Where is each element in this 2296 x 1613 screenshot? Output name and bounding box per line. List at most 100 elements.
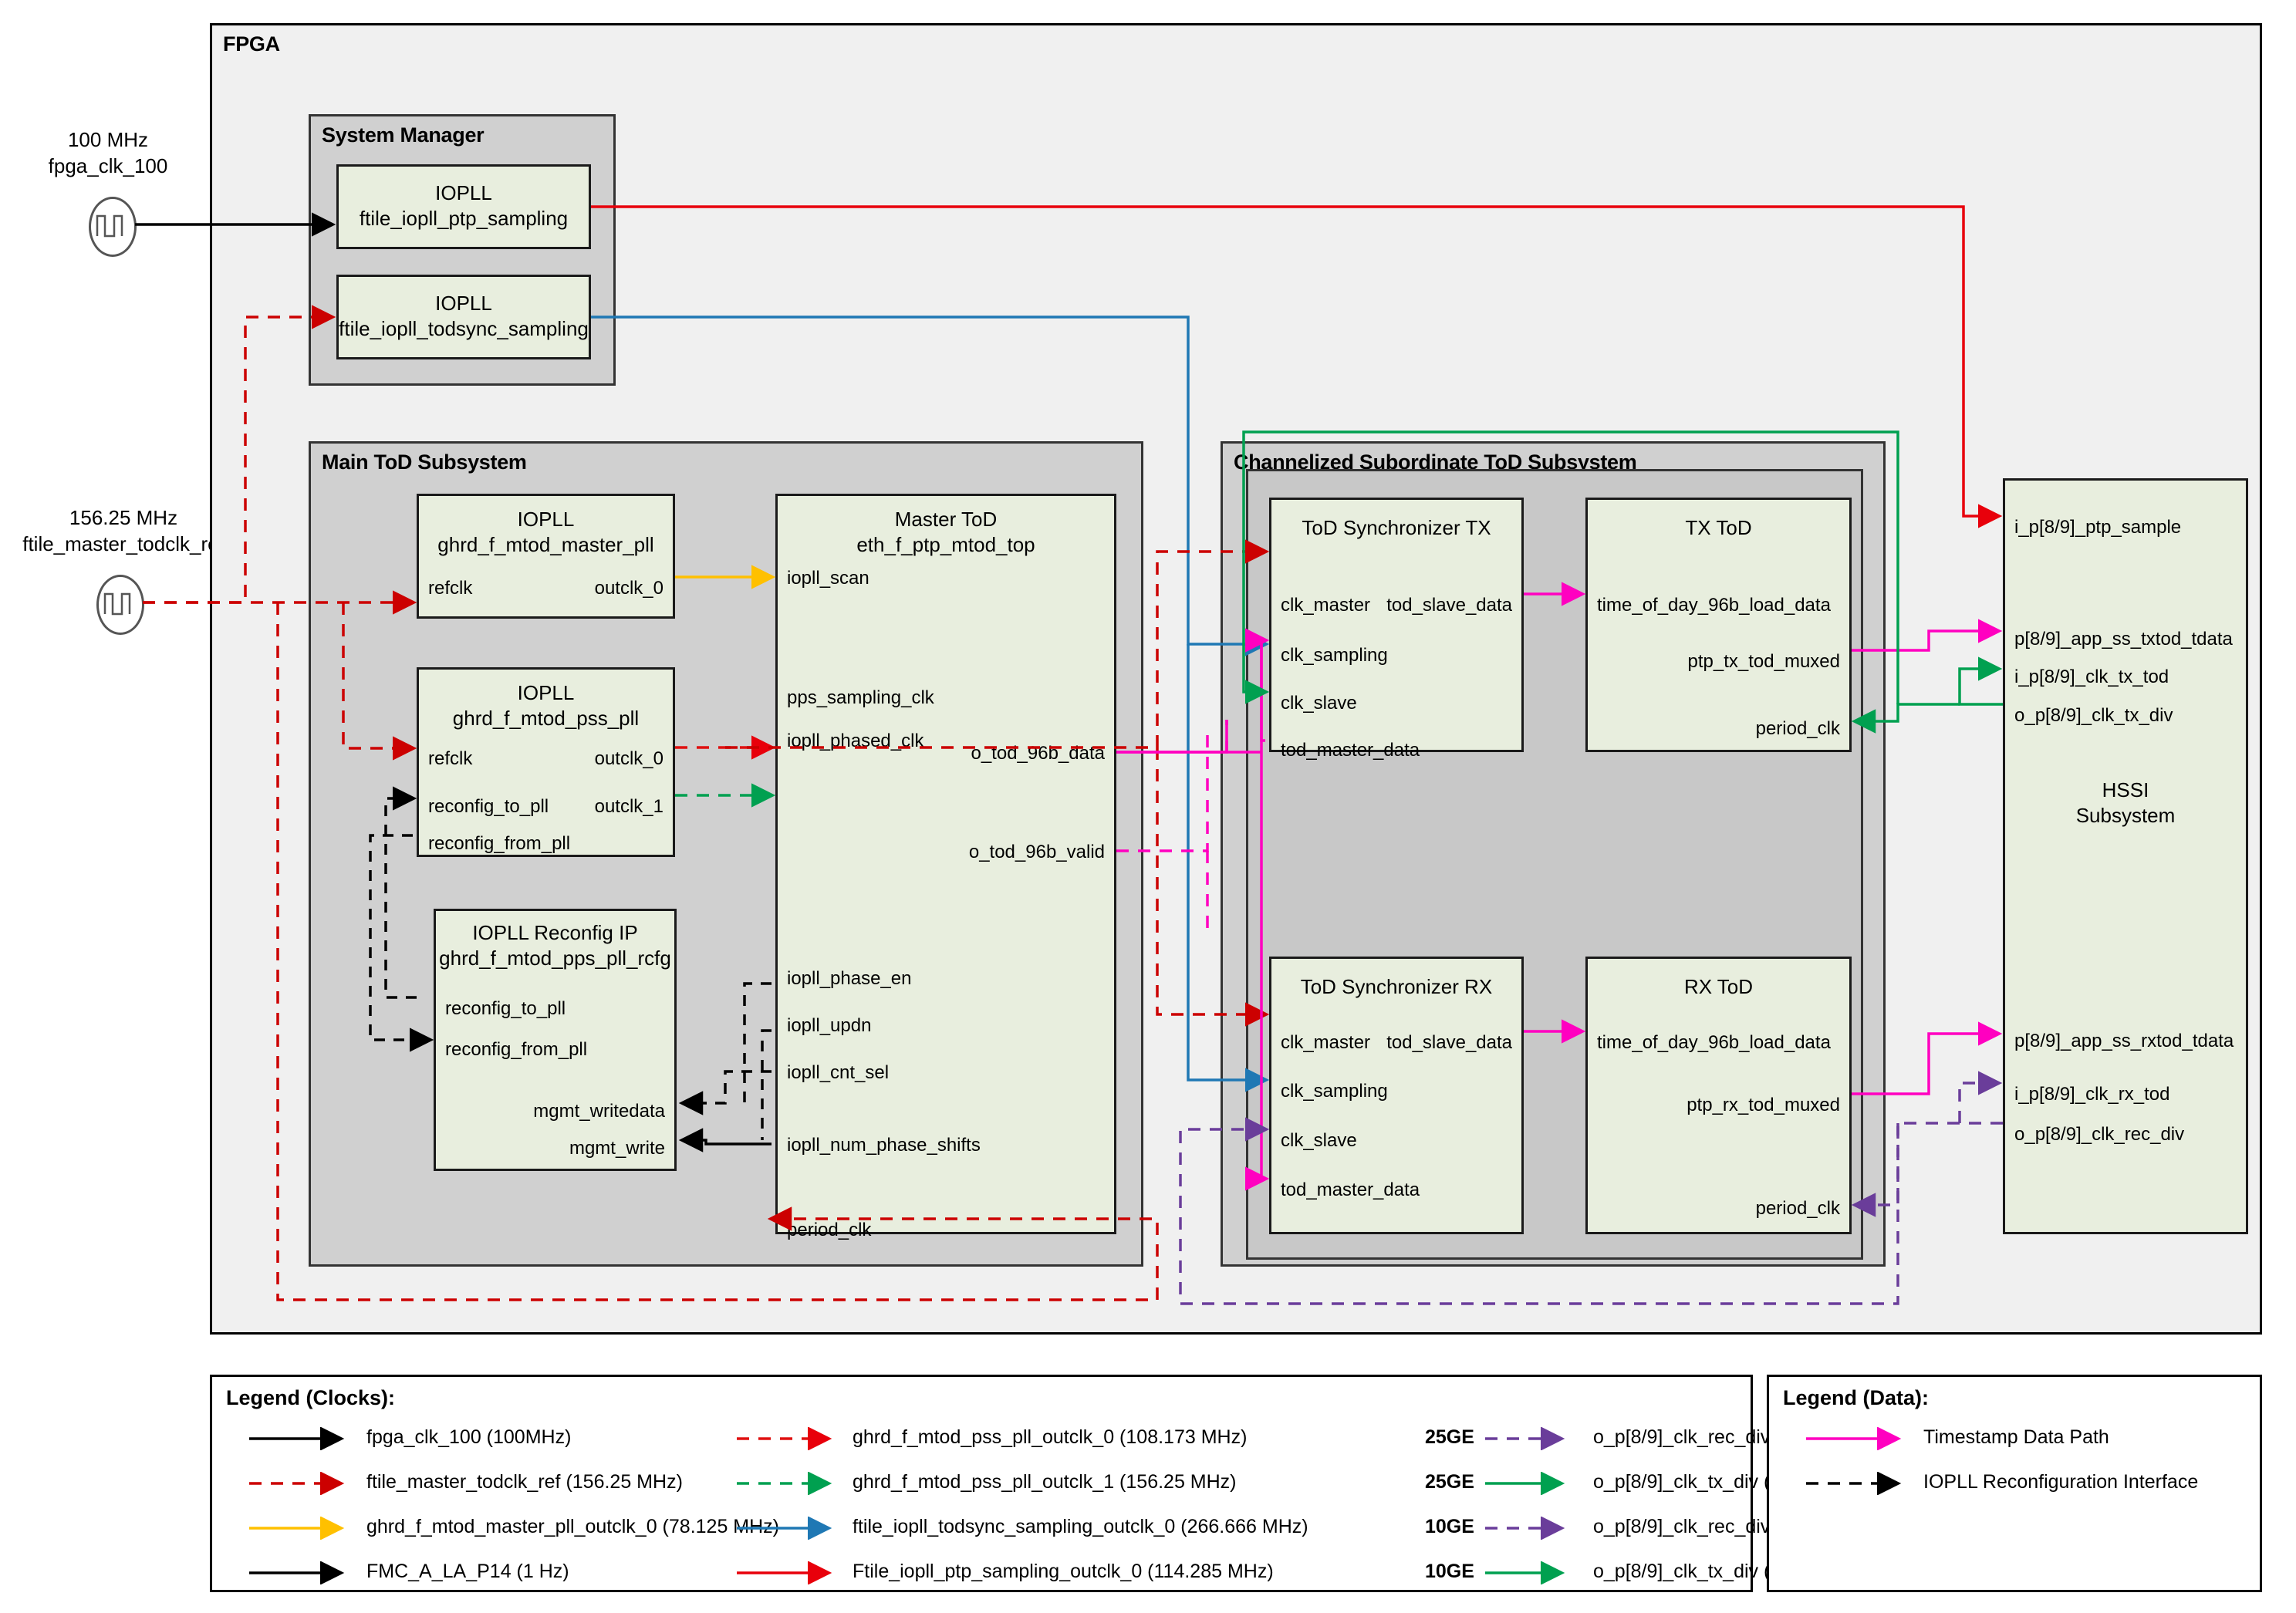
port-app-ss-txtod-tdata: p[8/9]_app_ss_txtod_tdata (2014, 629, 2233, 650)
legend-clocks: Legend (Clocks): fpga_clk_100 (100MHz) f… (210, 1375, 1903, 1592)
port-mgmt-writedata: mgmt_writedata (533, 1101, 665, 1122)
legend-tag-9: 25GE (1425, 1471, 1474, 1493)
port-iopll-phased-clk: iopll_phased_clk (787, 731, 924, 751)
legend-data-swatch-0 (1806, 1427, 1902, 1450)
clk-signal: ftile_master_todclk_ref (22, 531, 225, 555)
legend-swatch-10 (1485, 1517, 1565, 1540)
port-i-clk-rx-tod: i_p[8/9]_clk_rx_tod (2014, 1084, 2170, 1105)
port-outclk-1: outclk_1 (594, 796, 663, 817)
port-clk-sampling: clk_sampling (1281, 1081, 1388, 1102)
legend-data-title: Legend (Data): (1783, 1386, 1929, 1409)
fpga-title: FPGA (223, 32, 280, 56)
block-title: IOPLL ghrd_f_mtod_pss_pll (452, 681, 640, 730)
block-title: HSSI Subsystem (2075, 778, 2176, 827)
block-title: RX ToD (1683, 975, 1754, 998)
port-reconfig-from-pll: reconfig_from_pll (445, 1039, 588, 1060)
legend-swatch-11 (1485, 1561, 1565, 1584)
block-ghrd-f-mtod-pss-pll[interactable]: IOPLL ghrd_f_mtod_pss_pll refclk reconfi… (417, 667, 675, 857)
block-title: Master ToD eth_f_ptp_mtod_top (856, 508, 1035, 556)
clk-source-fpga-clk-100-icon (89, 197, 137, 257)
port-o-clk-rec-div: o_p[8/9]_clk_rec_div (2014, 1124, 2185, 1145)
legend-swatch-6 (737, 1517, 832, 1540)
port-mgmt-write: mgmt_write (569, 1138, 665, 1159)
port-period-clk: period_clk (787, 1220, 872, 1240)
block-iopll-ptp-sampling[interactable]: IOPLL ftile_iopll_ptp_sampling (336, 164, 591, 249)
port-clk-master: clk_master (1281, 1032, 1371, 1053)
legend-swatch-9 (1485, 1472, 1565, 1495)
port-iopll-cnt-sel: iopll_cnt_sel (787, 1062, 890, 1083)
port-pps-sampling-clk: pps_sampling_clk (787, 687, 934, 708)
port-tod-slave-data: tod_slave_data (1386, 595, 1512, 616)
legend-label-1: ftile_master_todclk_ref (156.25 MHz) (366, 1471, 683, 1493)
port-time-of-day-96b-load-data: time_of_day_96b_load_data (1597, 1032, 1831, 1053)
block-rx-tod[interactable]: RX ToD time_of_day_96b_load_data ptp_rx_… (1585, 957, 1852, 1234)
clk-signal: fpga_clk_100 (48, 154, 168, 177)
port-period-clk: period_clk (1755, 1198, 1840, 1219)
port-reconfig-to-pll: reconfig_to_pll (428, 796, 549, 817)
legend-swatch-4 (737, 1427, 832, 1450)
legend-tag-10: 10GE (1425, 1516, 1474, 1537)
port-app-ss-rxtod-tdata: p[8/9]_app_ss_rxtod_tdata (2014, 1031, 2234, 1051)
block-ghrd-f-mtod-master-pll[interactable]: IOPLL ghrd_f_mtod_master_pll refclk outc… (417, 494, 675, 619)
block-title: IOPLL ghrd_f_mtod_master_pll (437, 508, 654, 556)
port-tod-master-data: tod_master_data (1281, 1179, 1420, 1200)
block-tod-synchronizer-tx[interactable]: ToD Synchronizer TX clk_master clk_sampl… (1269, 498, 1524, 760)
block-title: IOPLL ftile_iopll_ptp_sampling (359, 181, 569, 230)
block-title: IOPLL Reconfig IP ghrd_f_mtod_pps_pll_rc… (439, 921, 671, 970)
block-title: TX ToD (1685, 516, 1752, 539)
port-o-tod-96b-data: o_tod_96b_data (971, 743, 1105, 764)
block-iopll-reconfig-ip[interactable]: IOPLL Reconfig IP ghrd_f_mtod_pps_pll_rc… (434, 909, 677, 1171)
legend-data-swatch-1 (1806, 1472, 1902, 1495)
legend-label-2: ghrd_f_mtod_master_pll_outclk_0 (78.125 … (366, 1516, 779, 1537)
clk-source-fpga-clk-100-label: 100 MHz fpga_clk_100 (15, 127, 201, 180)
port-o-tod-96b-valid: o_tod_96b_valid (968, 842, 1105, 862)
legend-tag-8: 25GE (1425, 1426, 1474, 1448)
port-i-clk-tx-tod: i_p[8/9]_clk_tx_tod (2014, 666, 2169, 687)
block-master-tod[interactable]: Master ToD eth_f_ptp_mtod_top iopll_scan… (775, 494, 1116, 1240)
port-period-clk: period_clk (1755, 718, 1840, 739)
port-tod-master-data: tod_master_data (1281, 740, 1420, 761)
block-tx-tod[interactable]: TX ToD time_of_day_96b_load_data ptp_tx_… (1585, 498, 1852, 752)
legend-swatch-3 (249, 1561, 345, 1584)
block-iopll-todsync-sampling[interactable]: IOPLL ftile_iopll_todsync_sampling (336, 275, 591, 359)
legend-label-5: ghrd_f_mtod_pss_pll_outclk_1 (156.25 MHz… (853, 1471, 1237, 1493)
port-ptp-tx-tod-muxed: ptp_tx_tod_muxed (1687, 651, 1840, 672)
port-o-clk-tx-div: o_p[8/9]_clk_tx_div (2014, 705, 2173, 726)
legend-label-3: FMC_A_LA_P14 (1 Hz) (366, 1561, 569, 1582)
port-refclk: refclk (428, 748, 473, 769)
port-clk-sampling: clk_sampling (1281, 645, 1388, 666)
port-i-ptp-sample: i_p[8/9]_ptp_sample (2014, 517, 2182, 538)
legend-label-6: ftile_iopll_todsync_sampling_outclk_0 (2… (853, 1516, 1308, 1537)
port-ptp-rx-tod-muxed: ptp_rx_tod_muxed (1687, 1095, 1840, 1115)
port-time-of-day-96b-load-data: time_of_day_96b_load_data (1597, 595, 1831, 616)
legend-data: Legend (Data): Timestamp Data Path IOPLL… (1767, 1375, 2262, 1592)
legend-clocks-title: Legend (Clocks): (226, 1386, 396, 1409)
port-reconfig-from-pll: reconfig_from_pll (428, 833, 571, 854)
legend-swatch-2 (249, 1517, 345, 1540)
legend-swatch-5 (737, 1472, 832, 1495)
legend-data-label-0: Timestamp Data Path (1923, 1426, 2109, 1448)
legend-label-4: ghrd_f_mtod_pss_pll_outclk_0 (108.173 MH… (853, 1426, 1248, 1448)
port-tod-slave-data: tod_slave_data (1386, 1032, 1512, 1053)
legend-swatch-1 (249, 1472, 345, 1495)
legend-swatch-0 (249, 1427, 345, 1450)
port-clk-master: clk_master (1281, 595, 1371, 616)
port-iopll-updn: iopll_updn (787, 1015, 872, 1036)
legend-label-7: Ftile_iopll_ptp_sampling_outclk_0 (114.2… (853, 1561, 1274, 1582)
port-iopll-phase-en: iopll_phase_en (787, 968, 912, 989)
block-title: ToD Synchronizer RX (1300, 975, 1493, 998)
clk-freq: 156.25 MHz (69, 506, 178, 529)
legend-tag-11: 10GE (1425, 1561, 1474, 1582)
block-title: ToD Synchronizer TX (1302, 516, 1491, 539)
legend-data-label-1: IOPLL Reconfiguration Interface (1923, 1471, 2199, 1493)
block-hssi-subsystem[interactable]: HSSI Subsystem i_p[8/9]_ptp_sample p[8/9… (2003, 478, 2248, 1234)
legend-swatch-7 (737, 1561, 832, 1584)
block-tod-synchronizer-rx[interactable]: ToD Synchronizer RX clk_master clk_sampl… (1269, 957, 1524, 1234)
port-refclk: refclk (428, 578, 473, 599)
port-outclk-0: outclk_0 (594, 578, 663, 599)
port-outclk-0: outclk_0 (594, 748, 663, 769)
port-iopll-num-phase-shifts: iopll_num_phase_shifts (787, 1135, 981, 1156)
block-title: IOPLL ftile_iopll_todsync_sampling (339, 292, 589, 340)
system-manager-title: System Manager (322, 123, 485, 147)
clk-freq: 100 MHz (67, 128, 149, 151)
